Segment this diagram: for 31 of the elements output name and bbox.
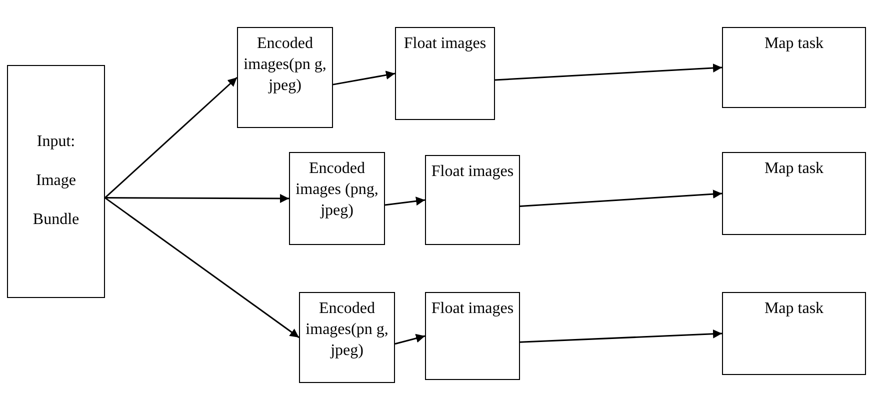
process-box	[722, 292, 866, 375]
process-box	[395, 27, 495, 120]
node-label: Map task	[764, 34, 824, 54]
process-box	[237, 27, 333, 128]
arrow	[394, 334, 426, 345]
node-label: Float images	[431, 162, 514, 182]
input-box	[7, 65, 105, 298]
arrow	[494, 64, 722, 81]
process-box	[425, 292, 520, 380]
node-label: Bundle	[32, 210, 80, 230]
node-label: Float images	[404, 34, 486, 54]
process-box	[722, 27, 866, 108]
node-label: Encoded images(pn g, jpeg)	[242, 34, 328, 96]
node-label: Encoded images(pn g, jpeg)	[304, 299, 390, 361]
arrow	[105, 194, 289, 203]
node-label: Float images	[431, 299, 514, 319]
process-box	[722, 152, 866, 235]
node-label: Map task	[764, 159, 824, 179]
arrow	[384, 196, 426, 206]
arrow	[104, 197, 300, 338]
node-label: Encoded images (png, jpeg)	[294, 159, 380, 221]
process-box	[289, 152, 385, 245]
node-label: Map task	[764, 299, 824, 319]
arrow	[104, 76, 238, 198]
node-label: Input:	[36, 132, 76, 152]
arrow	[332, 70, 396, 86]
node-label: Image	[36, 171, 76, 192]
arrow	[520, 190, 722, 208]
arrow	[520, 329, 722, 343]
process-box	[425, 155, 520, 245]
process-box	[299, 292, 395, 383]
